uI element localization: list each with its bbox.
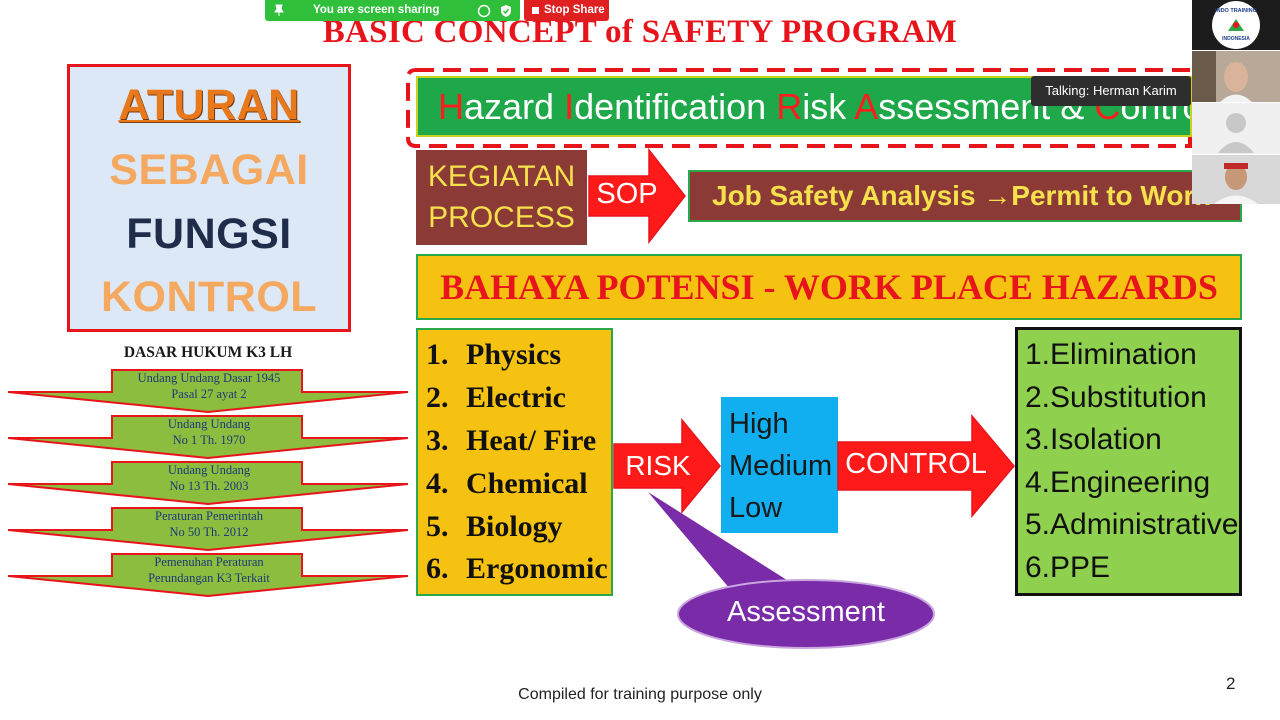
law-arrows <box>7 369 409 598</box>
avatar-icon <box>1218 113 1254 153</box>
hazard-item: 3.Heat/ Fire <box>426 424 597 457</box>
risk-level-medium: Medium <box>729 450 833 482</box>
control-item: 1.Elimination <box>1025 338 1197 371</box>
risk-level-box: High Medium Low <box>721 397 838 533</box>
stop-share-label: Stop Share <box>544 4 605 16</box>
law-arrow-5 <box>7 553 409 598</box>
video-tile-logo[interactable]: INDO TRAINING INDONESIA <box>1192 0 1280 50</box>
indo-training-logo: INDO TRAINING INDONESIA <box>1212 1 1260 49</box>
screen-sharing-indicator[interactable]: You are screen sharing <box>265 0 520 21</box>
law-arrow-2 <box>7 415 409 460</box>
hazard-item: 4.Chemical <box>426 467 588 500</box>
hira-dashed-frame <box>406 68 1192 148</box>
bahaya-potensi-banner: BAHAYA POTENSI - WORK PLACE HAZARDS <box>416 254 1242 320</box>
control-item: 6.PPE <box>1025 551 1111 584</box>
control-arrow <box>837 414 1015 518</box>
video-tile-participant-2[interactable] <box>1192 155 1280 204</box>
slide-title: BASIC CONCEPT of SAFETY PROGRAM <box>322 14 958 50</box>
hazard-item: 2.Electric <box>426 381 566 414</box>
aturan-box: ATURAN SEBAGAI FUNGSI KONTROL <box>67 64 351 332</box>
participant-video-icon <box>1192 51 1280 102</box>
talking-indicator: Talking: Herman Karim <box>1031 76 1191 106</box>
stop-square-icon <box>532 7 539 14</box>
status-circle-icon[interactable] <box>477 4 491 18</box>
shield-check-icon[interactable] <box>499 4 513 18</box>
hazard-list: 1.Physics 2.Electric 3.Heat/ Fire 4.Chem… <box>416 328 613 596</box>
control-label: CONTROL <box>845 448 987 480</box>
hazard-item: 6.Ergonomic <box>426 552 608 585</box>
risk-label: RISK <box>625 450 691 481</box>
control-item: 3.Isolation <box>1025 423 1162 456</box>
aturan-word: ATURAN <box>118 81 300 129</box>
law-arrow-3 <box>7 461 409 506</box>
hazard-item: 1.Physics <box>426 338 562 371</box>
screen-share-bar: You are screen sharing Stop Share <box>265 0 609 21</box>
kegiatan-process-box: KEGIATAN PROCESS <box>416 150 587 245</box>
control-item: 5.Administrative <box>1025 508 1239 541</box>
footer-note: Compiled for training purpose only <box>518 686 762 703</box>
pin-icon[interactable] <box>273 4 285 17</box>
logo-figure-icon <box>1228 19 1244 31</box>
risk-arrow <box>613 418 721 514</box>
sop-arrow <box>588 148 686 244</box>
law-arrow-4 <box>7 507 409 552</box>
jsa-permit-box: Job Safety Analysis →Permit to Work <box>688 170 1242 222</box>
fungsi-word: FUNGSI <box>126 210 292 258</box>
assessment-label: Assessment <box>727 596 885 628</box>
hazard-item: 5.Biology <box>426 510 563 543</box>
risk-level-low: Low <box>729 492 783 524</box>
kontrol-word: KONTROL <box>100 273 318 321</box>
sop-label: SOP <box>596 178 658 210</box>
video-tile-avatar[interactable] <box>1192 103 1280 154</box>
video-tile-participant[interactable] <box>1192 51 1280 102</box>
control-item: 4.Engineering <box>1025 466 1211 499</box>
law-arrow-1 <box>7 369 409 414</box>
screen-sharing-text: You are screen sharing <box>313 4 440 16</box>
risk-level-high: High <box>729 408 789 440</box>
dasar-hukum-title: DASAR HUKUM K3 LH <box>123 344 293 361</box>
participant-video-icon <box>1192 155 1280 204</box>
assessment-callout <box>648 492 935 649</box>
control-list: 1.Elimination 2.Substitution 3.Isolation… <box>1015 327 1242 596</box>
page-number: 2 <box>1226 674 1236 693</box>
control-item: 2.Substitution <box>1025 381 1207 414</box>
sebagai-word: SEBAGAI <box>109 146 309 194</box>
stop-share-button[interactable]: Stop Share <box>524 0 609 21</box>
